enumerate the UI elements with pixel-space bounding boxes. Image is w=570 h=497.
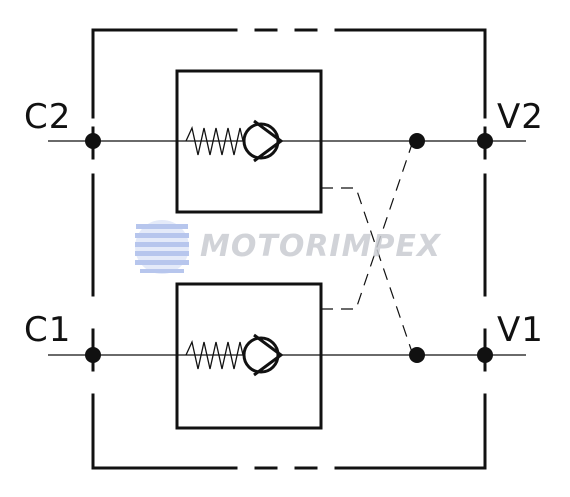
pilot-lines (321, 140, 414, 356)
lower-spring-icon (185, 339, 244, 370)
valve-enclosure (91, 28, 487, 470)
lower-check-ball-icon (242, 336, 280, 374)
junction-dot-c2 (85, 133, 101, 149)
junction-dot-c1 (85, 347, 101, 363)
upper-spring-icon (185, 125, 244, 156)
upper-check-ball-icon (242, 122, 280, 160)
port-label-c2: C2 (24, 97, 72, 137)
watermark-text: MOTORIMPEX (200, 229, 442, 264)
junction-dot-pilot-lower (409, 347, 425, 363)
junction-dot-pilot-upper (409, 133, 425, 149)
junction-dot-v2 (477, 133, 493, 149)
junction-dot-v1 (477, 347, 493, 363)
lower-check-valve-box (175, 282, 323, 430)
upper-check-valve-box (175, 69, 323, 214)
port-label-v2: V2 (497, 97, 544, 137)
upper-valve-seat-icon (253, 119, 284, 163)
watermark-globe-icon (135, 220, 189, 274)
port-label-c1: C1 (24, 310, 72, 350)
lower-valve-seat-icon (253, 333, 284, 377)
port-label-v1: V1 (497, 310, 544, 350)
